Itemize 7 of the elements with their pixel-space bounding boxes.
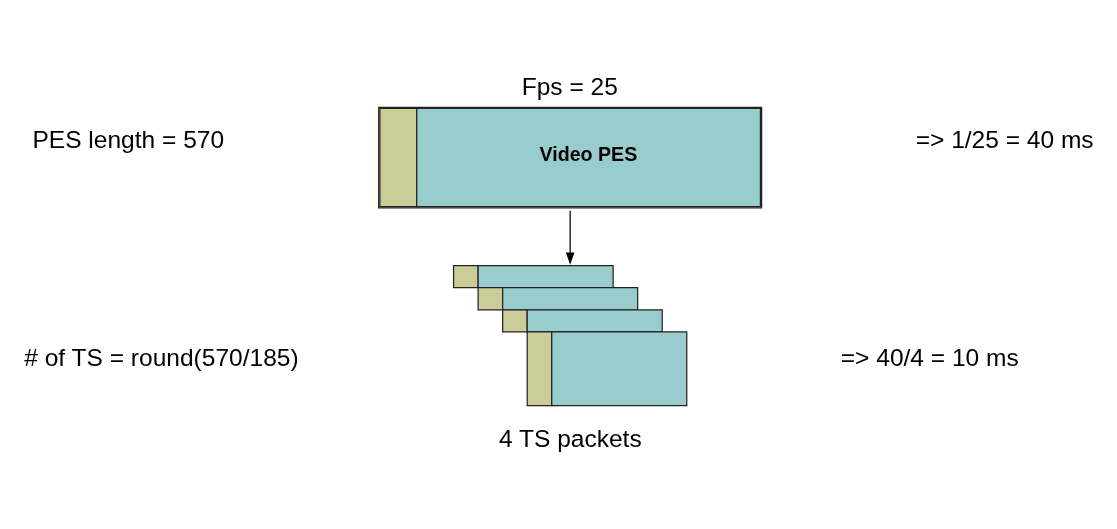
label: # of TS = round(570/185)	[24, 343, 299, 371]
node-label: Fps = 25	[521, 72, 618, 100]
node-label: 4 TS packets	[498, 424, 642, 452]
arrow	[565, 209, 575, 265]
label: => 40/4 = 10 ms	[840, 343, 1019, 371]
label: => 1/25 = 40 ms	[915, 125, 1094, 153]
label: PES length = 570	[32, 125, 225, 153]
